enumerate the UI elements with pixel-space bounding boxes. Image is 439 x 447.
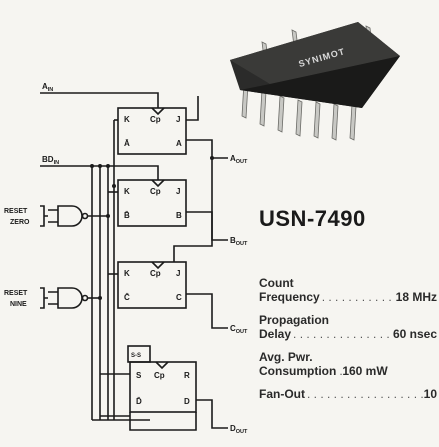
ss-block xyxy=(127,345,151,363)
svg-text:COUT: COUT xyxy=(230,324,248,335)
reset-zero-gate xyxy=(57,205,83,227)
svg-text:BDIN: BDIN xyxy=(42,155,59,166)
spec-propagation-delay: Propagation Delay 60 nsec xyxy=(259,313,437,341)
spec-value: 10 xyxy=(423,387,437,401)
spec-value: 18 MHz xyxy=(395,290,437,304)
spec-value: 160 mW xyxy=(342,364,388,378)
ff1-a-bar: Ā xyxy=(124,139,130,148)
reset-nine-line1: RESET xyxy=(4,290,28,297)
spec-label-line2: Fan-Out xyxy=(259,387,305,401)
ff2-b: B xyxy=(176,211,182,220)
spec-label-line2: Delay xyxy=(259,327,292,341)
ff1-j: J xyxy=(176,115,180,124)
ff1-cp: Cp xyxy=(150,115,161,124)
d-out-label: D xyxy=(230,424,236,433)
spec-label-line1: Propagation xyxy=(259,313,330,327)
b-out-label: B xyxy=(230,236,236,245)
ic-chip-image: SYNIMOT xyxy=(230,22,400,141)
ff2-k: K xyxy=(124,187,130,196)
ff1-a: A xyxy=(176,139,182,148)
spec-label-line2: Consumption xyxy=(259,364,337,378)
spec-list: Count Frequency 18 MHz Propagation Delay… xyxy=(259,276,437,410)
ff4-ss: S-S xyxy=(131,353,141,359)
reset-nine-gate xyxy=(57,287,83,309)
ff2-cp: Cp xyxy=(150,187,161,196)
b-out-sub: OUT xyxy=(236,241,248,247)
part-title: USN-7490 xyxy=(259,206,366,231)
ff2-b-bar: B̄ xyxy=(124,211,130,220)
flip-flop-d xyxy=(129,361,197,413)
spec-label-line2: Frequency xyxy=(259,290,320,304)
ff4-r: R xyxy=(184,371,190,380)
spec-avg-power: Avg. Pwr. Consumption 160 mW xyxy=(259,350,437,378)
spec-label-line1: Count xyxy=(259,276,294,290)
bd-in-label: BD xyxy=(42,155,54,164)
svg-text:AIN: AIN xyxy=(42,82,53,93)
ff3-c-bar: C̄ xyxy=(124,293,130,302)
ff4-d: D xyxy=(184,397,190,406)
d-out-sub: OUT xyxy=(236,429,248,435)
spec-label-line1: Avg. Pwr. xyxy=(259,350,313,364)
ff3-j: J xyxy=(176,269,180,278)
ff4-cp: Cp xyxy=(154,371,165,380)
ff4-d-bar: D̄ xyxy=(136,397,142,406)
ff3-cp: Cp xyxy=(150,269,161,278)
a-out-label: A xyxy=(230,154,236,163)
ff2-j: J xyxy=(176,187,180,196)
ff4-s: S xyxy=(136,371,142,380)
c-out-sub: OUT xyxy=(236,329,248,335)
ff1-k: K xyxy=(124,115,130,124)
a-in-label: A xyxy=(42,82,48,91)
svg-text:DOUT: DOUT xyxy=(230,424,248,435)
spec-fan-out: Fan-Out 10 xyxy=(259,387,437,401)
a-in-sub: IN xyxy=(48,87,54,93)
reset-zero-line1: RESET xyxy=(4,208,28,215)
reset-zero-line2: ZERO xyxy=(10,219,30,226)
ff3-k: K xyxy=(124,269,130,278)
c-out-label: C xyxy=(230,324,236,333)
bd-in-sub: IN xyxy=(54,160,60,166)
ff3-c: C xyxy=(176,293,182,302)
spec-value: 60 nsec xyxy=(392,327,437,341)
spec-count-frequency: Count Frequency 18 MHz xyxy=(259,276,437,304)
svg-text:BOUT: BOUT xyxy=(230,236,248,247)
a-out-sub: OUT xyxy=(236,159,248,165)
reset-nine-line2: NINE xyxy=(10,301,27,308)
svg-text:AOUT: AOUT xyxy=(230,154,248,165)
